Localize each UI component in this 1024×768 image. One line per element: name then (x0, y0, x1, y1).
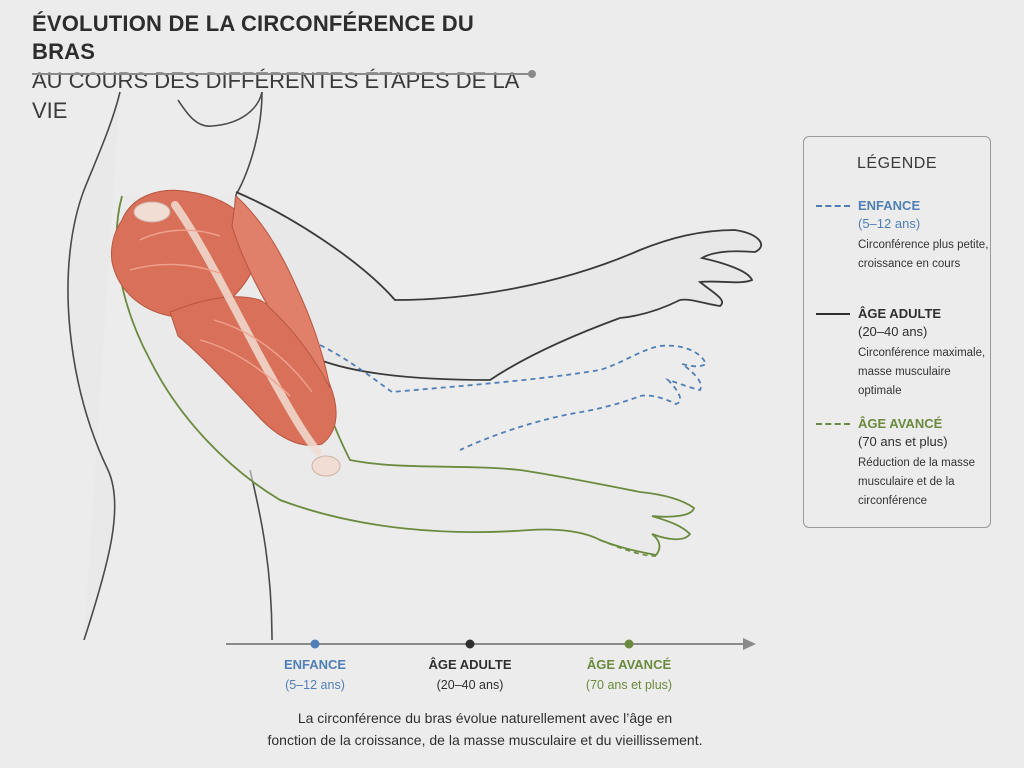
title-divider-dot (528, 70, 536, 78)
adult-arm-outline (235, 191, 762, 381)
legend-range-adulte: (20–40 ans) (858, 324, 928, 339)
legend-desc-adulte: Circonférence maximale, masse musculaire… (858, 344, 990, 401)
timeline-stage-avance: ÂGE AVANCÉ (70 ans et plus) (549, 656, 709, 696)
timeline-axis (226, 638, 756, 650)
senior-hand-dashes (599, 539, 657, 557)
timeline-stage-name: ENFANCE (283, 657, 347, 672)
timeline-stage-name: ÂGE AVANCÉ (586, 657, 672, 672)
muscle-striation-4 (213, 319, 313, 393)
legend-title: LÉGENDE (857, 155, 937, 172)
timeline-dot-adulte (465, 639, 475, 649)
title-divider (32, 73, 532, 75)
legend-name-avance: ÂGE AVANCÉ (858, 416, 943, 431)
timeline-stage-range: (20–40 ans) (436, 678, 504, 692)
legend-range-avance: (70 ans et plus) (858, 434, 948, 449)
timeline-stage-adulte: ÂGE ADULTE (20–40 ans) (390, 656, 550, 696)
legend-range-enfance: (5–12 ans) (858, 216, 921, 231)
torso-outline (177, 91, 263, 127)
caption-line-1: La circonférence du bras évolue naturell… (297, 710, 673, 726)
legend-name-adulte: ÂGE ADULTE (858, 306, 942, 321)
legend-desc-line: croissance en cours (858, 258, 961, 270)
timeline-arrow-icon (743, 638, 756, 650)
biceps-tendon (171, 201, 322, 456)
legend-line-enfance (816, 205, 850, 207)
muscle-striation-2 (129, 263, 223, 275)
arm-illustration (67, 91, 762, 640)
legend-desc-line: Réduction de la masse (858, 457, 975, 469)
legend-desc-line: Circonférence plus petite, (858, 239, 989, 251)
legend-line-avance (816, 423, 850, 425)
legend: LÉGENDE ENFANCE (5–12 ans) Circonférence… (803, 136, 991, 528)
title-block: ÉVOLUTION DE LA CIRCONFÉRENCE DU BRAS AU… (32, 10, 542, 126)
timeline-dot-avance (624, 639, 634, 649)
legend-desc-line: masse musculaire optimale (858, 366, 951, 397)
muscle-striation-3 (199, 339, 291, 397)
elbow-joint (311, 455, 341, 477)
legend-line-adulte (816, 313, 850, 315)
triceps-muscle (231, 194, 331, 389)
chest-outline (249, 469, 273, 640)
page-subtitle: AU COURS DES DIFFÉRENTES ÉTAPES DE LA VI… (32, 68, 519, 123)
timeline-stage-enfance: ENFANCE (5–12 ans) (235, 656, 395, 696)
timeline-stage-range: (70 ans et plus) (585, 678, 673, 692)
timeline-stage-name: ÂGE ADULTE (428, 657, 512, 672)
legend-desc-line: musculaire et de la (858, 476, 955, 488)
page-title: ÉVOLUTION DE LA CIRCONFÉRENCE DU BRAS (32, 11, 474, 64)
legend-desc-avance: Réduction de la masse musculaire et de l… (858, 454, 990, 511)
legend-desc-line: circonférence (858, 495, 928, 507)
caption-line-2: fonction de la croissance, de la masse m… (267, 732, 703, 748)
timeline-dot-enfance (310, 639, 320, 649)
figure-caption: La circonférence du bras évolue naturell… (200, 707, 770, 751)
legend-desc-line: Circonférence maximale, (858, 347, 986, 359)
legend-desc-enfance: Circonférence plus petite, croissance en… (858, 236, 990, 274)
muscle-striation-1 (139, 229, 221, 241)
legend-name-enfance: ENFANCE (858, 198, 921, 213)
timeline-stage-range: (5–12 ans) (285, 678, 345, 692)
child-arm-outline (319, 344, 708, 451)
shoulder-joint (133, 201, 171, 223)
neck-outline (67, 91, 121, 640)
